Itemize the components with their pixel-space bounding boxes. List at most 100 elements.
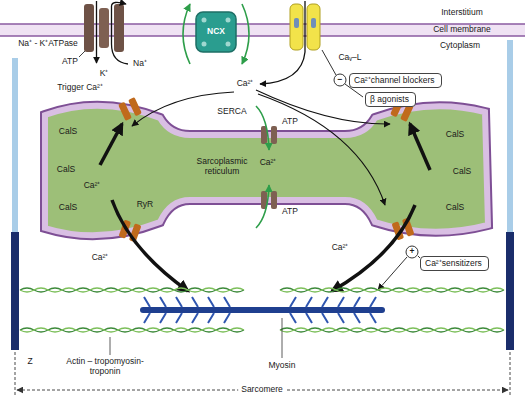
sarcoplasmic-reticulum-part	[45, 106, 488, 236]
filament-label: Actin – tropomyosin- troponin	[55, 357, 155, 377]
ncx-exchanger	[183, 4, 249, 64]
pump-label: Na⁺ - K⁺ATPase	[18, 39, 78, 49]
node-text: Ca²⁺sensitizers	[425, 258, 482, 268]
protein-label: CalS	[59, 127, 77, 137]
protein-label: CalS	[453, 167, 471, 177]
protein-label: CalS	[57, 165, 75, 175]
calcium-flux-arrow	[100, 90, 430, 291]
molecule-label: ATP	[62, 57, 78, 67]
z-disc-part	[11, 232, 19, 350]
ryanodine-receptor	[118, 97, 414, 242]
channel-label: NCX	[207, 27, 225, 37]
l-type-channel-part	[311, 18, 316, 28]
inhibition-sign: −	[338, 75, 343, 85]
actin-filament	[20, 288, 504, 332]
l-type-channel-part	[294, 18, 299, 28]
ion-label: Ca²⁺	[260, 158, 277, 168]
na-k-pump	[79, 1, 128, 64]
cell-membrane-part	[0, 35, 525, 37]
l-type-channel-part	[307, 4, 320, 50]
sensitizer-link-part	[406, 246, 418, 258]
ion-label: Ca²⁺	[237, 79, 254, 89]
leader-line-part	[282, 318, 283, 358]
drug-box: Ca²⁺sensitizers	[420, 256, 489, 271]
serca-pump-part	[271, 191, 277, 209]
sarcoplasmic-reticulum-part	[45, 106, 488, 236]
z-disc-part	[507, 40, 513, 232]
ion-label: Ca²⁺	[332, 243, 349, 253]
na-k-pump-part	[112, 2, 129, 64]
ion-label: K⁺	[100, 69, 109, 79]
cell-membrane-part	[0, 24, 525, 36]
ncx-exchanger-part	[202, 42, 207, 47]
l-type-channel-part	[322, 50, 336, 75]
sarcomere-scale-part	[510, 352, 511, 396]
ion-label: Ca²⁺	[84, 181, 101, 191]
ryanodine-receptor-part-part	[118, 102, 132, 121]
leader-line-part	[110, 337, 111, 355]
protein-label: CalS	[446, 130, 464, 140]
ion-label: Na⁺	[133, 59, 147, 69]
ncx-exchanger-part	[226, 18, 231, 23]
ryanodine-receptor-part	[118, 97, 142, 121]
z-disc	[11, 40, 514, 350]
na-k-pump-part	[84, 4, 94, 52]
calcium-flux-arrow-part	[258, 94, 385, 205]
region-label: Interstitium	[441, 8, 483, 18]
filament-label: Myosin	[269, 361, 296, 371]
na-k-pump-part	[99, 8, 109, 48]
serca-pump-part	[256, 106, 269, 150]
z-disc-part	[506, 232, 514, 350]
l-type-channel-part	[334, 74, 346, 86]
drug-box: β agonists	[365, 92, 416, 107]
pump-label: SERCA	[217, 107, 246, 117]
molecule-label: ATP	[282, 207, 298, 217]
sarcoplasmic-reticulum-part	[45, 106, 488, 236]
serca-pump-part	[256, 185, 269, 228]
actin-filament-part	[280, 288, 504, 292]
scale-label: Sarcomere	[238, 385, 286, 395]
actin-filament-part	[280, 328, 504, 332]
actin-filament-part	[20, 288, 244, 292]
serca-pump-part	[271, 126, 277, 144]
molecule-label: ATP	[282, 117, 298, 127]
sarcoplasmic-reticulum	[45, 106, 488, 236]
actin-filament-part	[20, 328, 244, 332]
region-label: Cytoplasm	[440, 41, 480, 51]
receptor-label: RyR	[137, 200, 154, 210]
actin-filament-part	[20, 328, 244, 332]
ncx-exchanger-part	[242, 4, 249, 64]
actin-filament-part	[280, 288, 504, 292]
ncx-exchanger-part	[226, 42, 231, 47]
node-text: Ca²⁺channel blockers	[354, 75, 434, 85]
z-disc-part	[12, 58, 18, 232]
actin-filament-part	[280, 328, 504, 332]
protein-label: CalS	[446, 203, 464, 213]
ion-label: Trigger Ca²⁺	[57, 83, 103, 93]
l-type-channel-part	[260, 1, 305, 84]
calcium-flux-arrow-part	[112, 200, 188, 291]
na-k-pump-part	[79, 51, 85, 57]
myosin-filament	[140, 297, 385, 323]
ncx-exchanger-part	[183, 4, 190, 64]
myosin-filament-part	[144, 297, 376, 323]
sarcomere-scale	[15, 352, 510, 396]
ion-label: Ca²⁺	[92, 253, 109, 263]
ncx-exchanger-part	[196, 12, 236, 52]
serca-pump	[256, 106, 277, 228]
protein-label: CalS	[59, 203, 77, 213]
membrane-label: Cell membrane	[433, 25, 491, 35]
band-label: Z	[27, 357, 32, 367]
ryanodine-receptor-part-part	[128, 97, 142, 116]
sarcomere-scale-part	[15, 352, 16, 396]
actin-filament-part	[20, 288, 244, 292]
compartment-label: Sarcoplasmic reticulum	[191, 157, 253, 177]
channel-label: Caᵥ–L	[338, 53, 361, 63]
cell-membrane	[0, 24, 525, 36]
calcium-flux-arrow-part	[332, 205, 415, 291]
node-text: β agonists	[370, 94, 409, 104]
l-type-channel-part	[290, 4, 303, 50]
